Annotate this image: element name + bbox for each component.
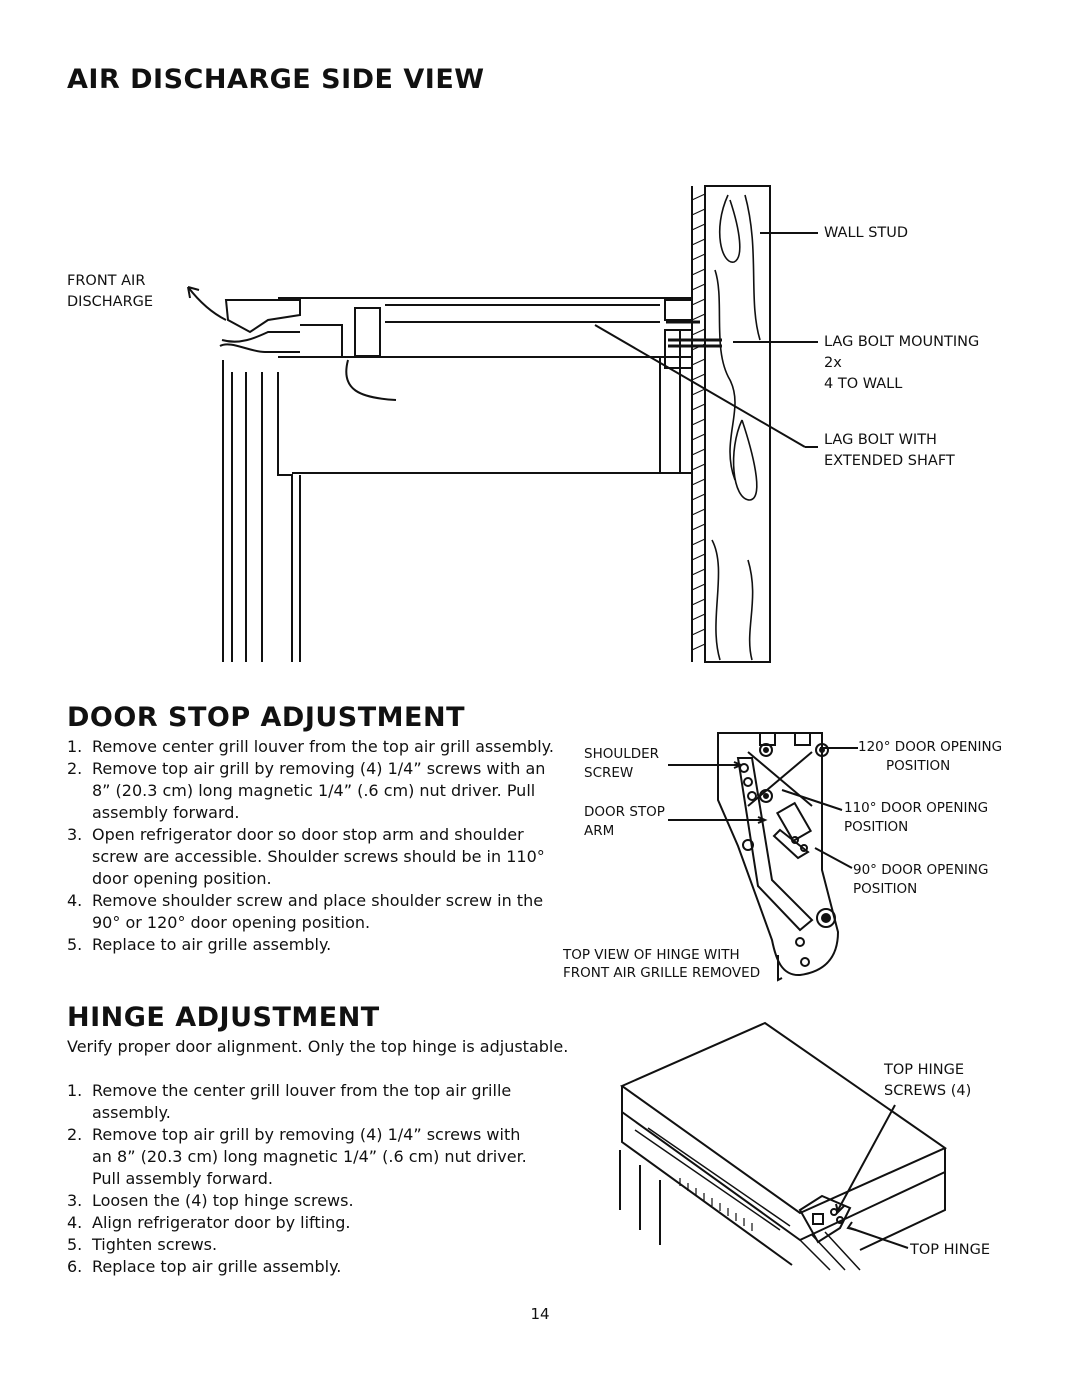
top-hinge-label: TOP HINGE [910,1242,991,1258]
list-item: 4. Remove shoulder screw and place should… [67,890,557,934]
step-number: 5. [67,935,83,954]
opening-110-label: 110° DOOR OPENING [844,800,989,816]
step-number: 2. [67,1125,83,1144]
hinge-perspective-diagram [619,1021,948,1271]
step-number: 4. [67,1213,83,1232]
door-stop-steps: 1. Remove center grill louver from the to… [67,736,557,956]
opening-90-label: 90° DOOR OPENING [853,862,989,878]
step-text: Replace to air grille assembly. [92,935,332,954]
step-text: Align refrigerator door by lifting. [92,1213,351,1232]
discharge-label: DISCHARGE [67,294,154,310]
extended-shaft-label: EXTENDED SHAFT [824,453,955,469]
wall-stud-label: WALL STUD [824,225,909,241]
step-text: Open refrigerator door so door stop arm … [92,825,545,888]
hinge-top-view-diagram [668,732,858,982]
lag-bolt-with-label: LAG BOLT WITH [824,432,937,448]
step-text: Remove top air grill by removing (4) 1/4… [92,1125,527,1188]
air-discharge-diagram [187,185,818,663]
hinge-steps: 1. Remove the center grill louver from th… [67,1080,537,1278]
top-view-label-line2: FRONT AIR GRILLE REMOVED [563,965,761,981]
air-discharge-title: AIR DISCHARGE SIDE VIEW [67,64,485,95]
front-air-label: FRONT AIR [67,273,146,289]
list-item: 1. Remove center grill louver from the to… [67,736,557,758]
step-text: Remove top air grill by removing (4) 1/4… [92,759,546,822]
step-number: 2. [67,759,83,778]
step-number: 6. [67,1257,83,1276]
position-label: POSITION [844,819,909,835]
step-text: Loosen the (4) top hinge screws. [92,1191,354,1210]
door-stop-title: DOOR STOP ADJUSTMENT [67,702,465,733]
opening-120-label: 120° DOOR OPENING [858,739,1003,755]
top-hinge-screws-label-2: SCREWS (4) [884,1083,972,1099]
list-item: 2. Remove top air grill by removing (4) 1… [67,758,557,824]
step-number: 3. [67,825,83,844]
hinge-title: HINGE ADJUSTMENT [67,1002,380,1033]
list-item: 2. Remove top air grill by removing (4) 1… [67,1124,537,1190]
list-item: 4. Align refrigerator door by lifting. [67,1212,537,1234]
list-item: 3. Open refrigerator door so door stop ar… [67,824,557,890]
page-number: 14 [530,1305,550,1323]
door-stop-label: DOOR STOP [584,804,665,820]
step-number: 5. [67,1235,83,1254]
top-view-label-line1: TOP VIEW OF HINGE WITH [563,947,740,963]
list-item: 5. Replace to air grille assembly. [67,934,557,956]
step-text: Tighten screws. [92,1235,218,1254]
shoulder-label: SHOULDER [584,746,660,762]
list-item: 3. Loosen the (4) top hinge screws. [67,1190,537,1212]
step-number: 1. [67,737,83,756]
list-item: 5. Tighten screws. [67,1234,537,1256]
list-item: 1. Remove the center grill louver from th… [67,1080,537,1124]
four-to-wall-label: 4 TO WALL [824,376,903,392]
step-number: 4. [67,891,83,910]
list-item: 6. Replace top air grille assembly. [67,1256,537,1278]
step-text: Remove the center grill louver from the … [92,1081,512,1122]
position-label: POSITION [886,758,951,774]
step-text: Remove shoulder screw and place shoulder… [92,891,544,932]
lag-bolt-mounting-label: LAG BOLT MOUNTING [824,334,980,350]
arm-label: ARM [584,823,615,839]
screw-label: SCREW [584,765,634,781]
step-number: 3. [67,1191,83,1210]
position-label: POSITION [853,881,918,897]
step-text: Remove center grill louver from the top … [92,737,554,756]
top-hinge-screws-label-1: TOP HINGE [884,1062,965,1078]
two-x-label: 2x [824,355,842,371]
hinge-intro: Verify proper door alignment. Only the t… [67,1037,569,1056]
step-text: Replace top air grille assembly. [92,1257,342,1276]
step-number: 1. [67,1081,83,1100]
